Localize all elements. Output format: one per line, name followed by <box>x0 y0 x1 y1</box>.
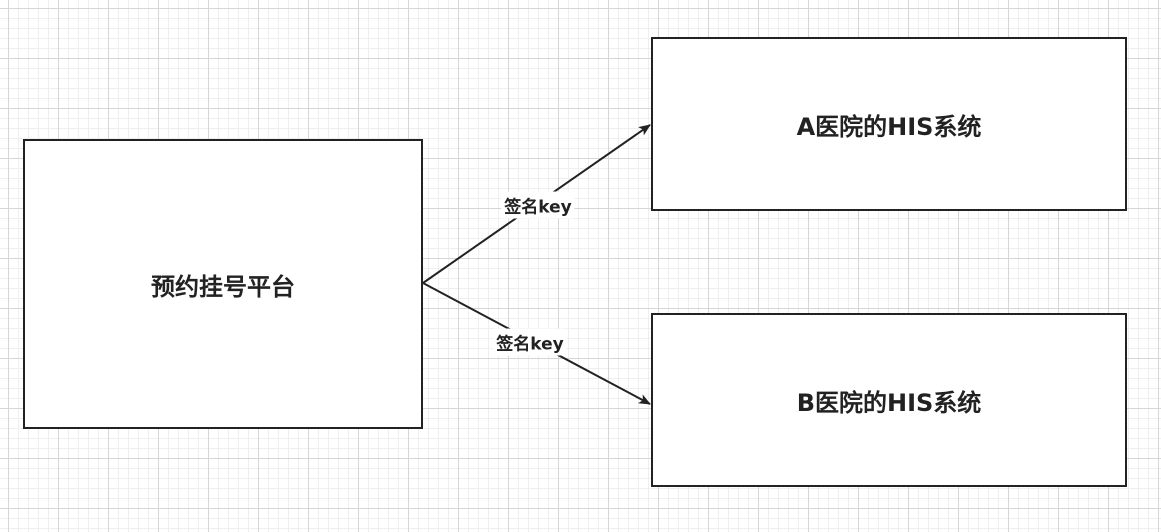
hospital-b-node[interactable]: B医院的HIS系统 <box>651 313 1127 487</box>
hospital-b-node-label: B医院的HIS系统 <box>796 388 982 417</box>
edge-label-hospital-b: 签名key <box>493 328 567 356</box>
hospital-a-node[interactable]: A医院的HIS系统 <box>651 37 1127 211</box>
hospital-a-node-label: A医院的HIS系统 <box>796 112 982 141</box>
edge-label-hospital-a: 签名key <box>501 191 575 219</box>
platform-node-label: 预约挂号平台 <box>151 272 295 301</box>
platform-node[interactable]: 预约挂号平台 <box>23 139 423 429</box>
